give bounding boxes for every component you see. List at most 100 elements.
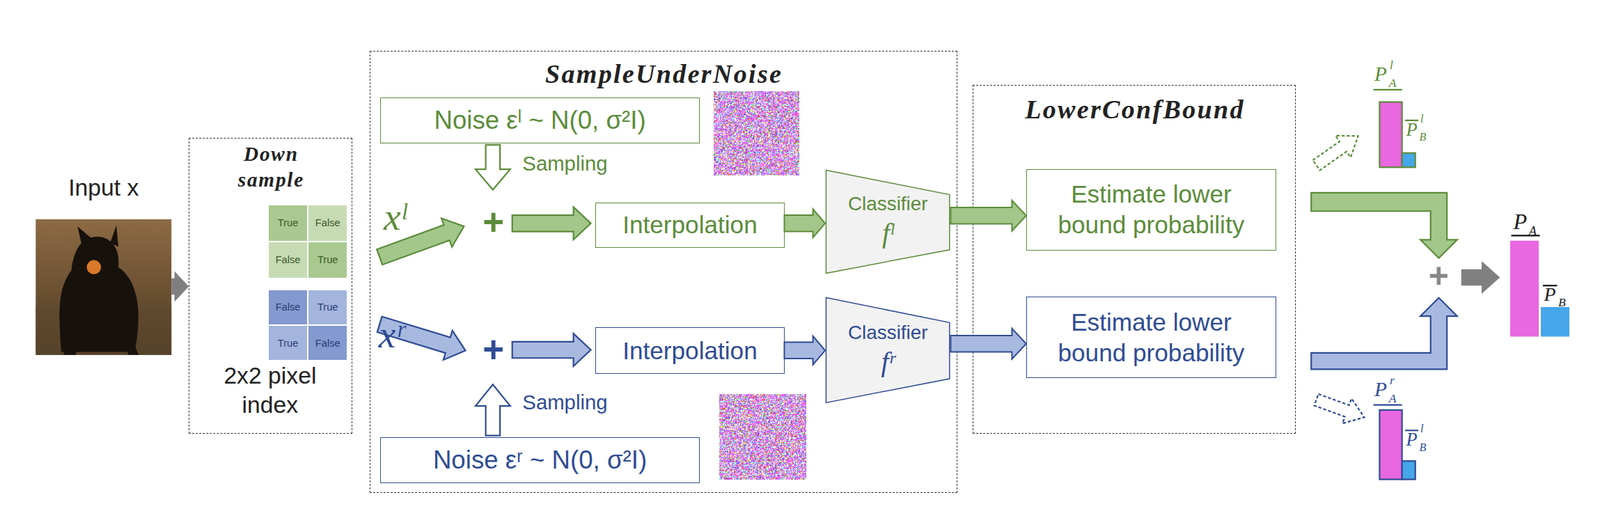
- pixel-cell: False: [268, 241, 308, 279]
- bar-chart: [1379, 102, 1402, 168]
- merge-arrow: [1311, 192, 1500, 370]
- pixel-cell: True: [307, 289, 348, 326]
- input-arrow: [512, 333, 592, 367]
- node-text: False: [315, 336, 341, 350]
- node-text: False: [315, 216, 341, 230]
- flow-arrow: [784, 336, 826, 365]
- classifier-trapezoid: Classifierfˡ: [825, 169, 951, 275]
- node-text: Estimate lower bound probability: [1033, 307, 1269, 369]
- node-text: Classifier: [848, 192, 929, 217]
- plus-sign: +: [1428, 259, 1449, 294]
- pixel-cell: True: [307, 241, 348, 279]
- group-title: SampleUnderNoise: [370, 57, 959, 92]
- probability-symbol: P: [1543, 284, 1556, 305]
- superscript: l: [1389, 59, 1394, 72]
- group-title: Down sample: [220, 141, 323, 193]
- trapezoid-outline: [826, 169, 950, 273]
- node-text: Interpolation: [622, 209, 758, 241]
- merge-arrow: [1311, 297, 1458, 370]
- subscript: A: [1389, 392, 1397, 406]
- sample-group: SampleUnderNoiseNoise εˡ ~ N(0, σ²I) Inte…: [369, 50, 958, 493]
- bar-chart: [1510, 240, 1539, 337]
- sampling-label: Sampling: [522, 391, 608, 413]
- node-text: True: [317, 300, 339, 314]
- dog-photo: [35, 219, 172, 356]
- probability-symbol: P: [1374, 64, 1387, 85]
- input-label: Input x: [15, 172, 193, 202]
- process-box: Estimate lower bound probability: [1026, 169, 1277, 251]
- downsample-group: Down sample2x2 pixel indexTrueFalseFalse…: [188, 137, 352, 434]
- dotted-arrow: [1308, 125, 1367, 177]
- dog-photo: [63, 332, 139, 356]
- node-text: False: [275, 300, 301, 314]
- node-text: True: [277, 216, 299, 230]
- input-arrow: [512, 206, 592, 240]
- node-text: Noise εʳ ~ N(0, σ²I): [433, 444, 647, 477]
- bound-group: LowerConfBoundEstimate lower bound proba…: [972, 84, 1297, 434]
- bar-chart: [1402, 460, 1416, 480]
- pixel-cell: False: [307, 325, 348, 361]
- node-text: Classifier: [848, 320, 929, 346]
- plus-sign: +: [482, 204, 505, 241]
- flow-arrow: [171, 271, 189, 303]
- trapezoid-outline: [826, 297, 950, 403]
- node-text: True: [317, 253, 339, 266]
- node-text: Estimate lower bound probability: [1033, 178, 1269, 241]
- probability-symbol: P: [1406, 120, 1418, 139]
- input-arrow: [375, 309, 470, 366]
- dog-photo: [35, 219, 172, 356]
- noise-image: [714, 91, 800, 176]
- probability-symbol: P: [1512, 210, 1527, 233]
- superscript: l: [1420, 113, 1424, 125]
- probability-symbol: P: [1374, 379, 1387, 400]
- subscript: A: [1528, 224, 1537, 238]
- dog-photo: [87, 260, 102, 276]
- node-text: fʳ: [880, 345, 895, 380]
- plus-sign: +: [482, 331, 505, 369]
- pixel-cell: True: [268, 204, 308, 242]
- noise-image: [719, 394, 807, 480]
- sampling-label: Sampling: [522, 153, 608, 174]
- node-text: fˡ: [882, 216, 894, 251]
- bar-chart: [1402, 153, 1416, 168]
- flow-arrow: [950, 200, 1027, 232]
- caption-text: 2x2 pixel index: [197, 360, 343, 420]
- noise-box: Noise εʳ ~ N(0, σ²I): [380, 437, 700, 484]
- node-text: False: [275, 253, 301, 266]
- input-image: Input x: [35, 219, 172, 356]
- subscript: B: [1419, 131, 1427, 143]
- input-arrow: [374, 206, 592, 367]
- pixel-cell: False: [307, 204, 348, 242]
- variable-label: xʳ: [378, 315, 405, 355]
- dotted-arrow: [1311, 387, 1369, 430]
- node-text: Interpolation: [622, 335, 758, 367]
- process-box: Interpolation: [595, 327, 784, 374]
- subscript: B: [1419, 442, 1427, 454]
- bar-chart: [1373, 89, 1570, 480]
- bar-chart: [1540, 307, 1570, 337]
- probability-symbol: P: [1406, 430, 1418, 449]
- sampling-arrow: [475, 144, 511, 436]
- pixel-cell: True: [268, 325, 308, 361]
- superscript: r: [1389, 374, 1395, 388]
- subscript: A: [1389, 77, 1397, 90]
- noise-box: Noise εˡ ~ N(0, σ²I): [380, 97, 700, 144]
- superscript: l: [1420, 423, 1424, 435]
- sampling-arrow: [475, 384, 511, 436]
- pixel-cell: False: [268, 289, 308, 326]
- classifier-trapezoid: Classifierfʳ: [825, 296, 951, 404]
- dotted-arrow: [1308, 125, 1367, 177]
- bar-chart: [1373, 404, 1403, 406]
- dog-photo: [77, 225, 119, 248]
- bar-chart: [1373, 89, 1403, 91]
- node-text: True: [277, 336, 299, 350]
- merge-arrow: [1461, 261, 1501, 294]
- flow-arrow: [950, 328, 1027, 360]
- flow-arrow: [784, 208, 826, 238]
- node-text: Noise εˡ ~ N(0, σ²I): [433, 104, 646, 137]
- process-box: Estimate lower bound probability: [1026, 296, 1277, 379]
- merge-arrow: [1311, 192, 1458, 259]
